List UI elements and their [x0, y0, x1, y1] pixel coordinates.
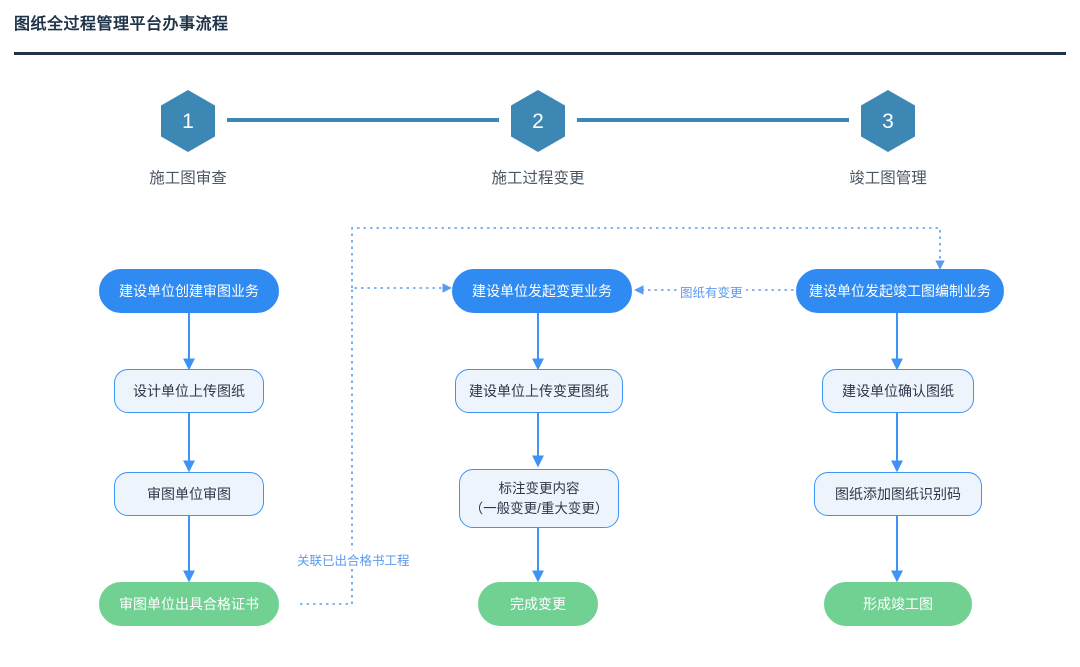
- step-1-number: 1: [182, 109, 194, 133]
- title-divider: [14, 52, 1066, 55]
- flow-node-c3n2-label: 建设单位确认图纸: [842, 382, 954, 399]
- flow-node-c3n3[interactable]: 图纸添加图纸识别码: [814, 472, 982, 516]
- flow-node-c3n3-label: 图纸添加图纸识别码: [835, 485, 961, 502]
- flow-node-c3n4-label: 形成竣工图: [863, 595, 933, 612]
- step-3-label: 竣工图管理: [849, 170, 927, 187]
- flow-node-c2n2-label: 建设单位上传变更图纸: [469, 382, 609, 399]
- flow-node-c3n1-label: 建设单位发起竣工图编制业务: [809, 282, 991, 299]
- flow-node-c1n3-label: 审图单位审图: [147, 485, 231, 502]
- step-3-number: 3: [882, 109, 894, 133]
- step-2[interactable]: 2 施工过程变更: [458, 90, 618, 188]
- flow-node-c1n2[interactable]: 设计单位上传图纸: [114, 369, 264, 413]
- stepper: 1 施工图审查 2 施工过程变更 3 竣工图管理: [0, 90, 1080, 188]
- step-connector-2-3: [577, 118, 849, 122]
- step-connector-1-2: [227, 118, 499, 122]
- flow-node-c2n2[interactable]: 建设单位上传变更图纸: [455, 369, 623, 413]
- flow-node-c2n4-label: 完成变更: [510, 595, 566, 612]
- flow-node-c1n2-label: 设计单位上传图纸: [133, 382, 245, 399]
- flow-node-c1n3[interactable]: 审图单位审图: [114, 472, 264, 516]
- step-3[interactable]: 3 竣工图管理: [808, 90, 968, 188]
- flow-node-c2n3[interactable]: 标注变更内容 （一般变更/重大变更）: [459, 469, 619, 528]
- flow-node-c1n1-label: 建设单位创建审图业务: [119, 282, 259, 299]
- flow-node-c3n2[interactable]: 建设单位确认图纸: [822, 369, 974, 413]
- step-2-number: 2: [532, 109, 544, 133]
- flow-node-c2n3-label: 标注变更内容: [498, 480, 580, 496]
- step-2-label: 施工过程变更: [491, 170, 585, 187]
- flow-node-c1n4-label: 审图单位出具合格证书: [119, 595, 259, 612]
- step-1-label: 施工图审查: [149, 170, 227, 187]
- step-1[interactable]: 1 施工图审查: [108, 90, 268, 188]
- flow-node-c2n4[interactable]: 完成变更: [478, 582, 598, 626]
- flow-node-c1n4[interactable]: 审图单位出具合格证书: [99, 582, 279, 626]
- edge-label-drawing-changed: 图纸有变更: [677, 282, 746, 301]
- flow-node-c2n1-label: 建设单位发起变更业务: [472, 282, 612, 299]
- flow-node-c1n1[interactable]: 建设单位创建审图业务: [99, 269, 279, 313]
- edge-label-link-certified-project: 关联已出合格书工程: [294, 550, 413, 569]
- flow-node-c3n4[interactable]: 形成竣工图: [824, 582, 972, 626]
- flow-node-c2n1[interactable]: 建设单位发起变更业务: [452, 269, 632, 313]
- flow-node-c3n1[interactable]: 建设单位发起竣工图编制业务: [796, 269, 1004, 313]
- page-title: 图纸全过程管理平台办事流程: [14, 16, 229, 33]
- flow-node-c2n3-sublabel: （一般变更/重大变更）: [469, 500, 609, 516]
